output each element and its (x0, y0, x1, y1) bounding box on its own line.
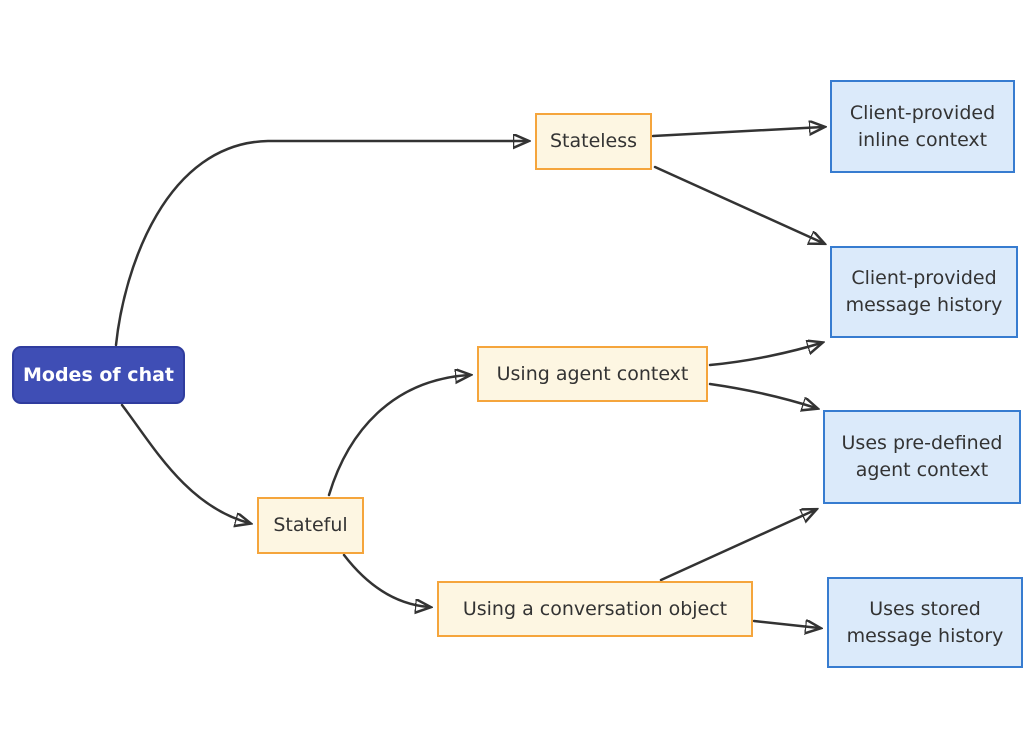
node-label-line: Uses stored (869, 597, 981, 620)
node-label-line: Client-provided (849, 101, 996, 124)
edge-agent-context-to-predefined-context (708, 382, 816, 408)
node-label: Using agent context (496, 362, 689, 385)
node-label: Stateful (273, 514, 348, 536)
node-label-line: Client-provided (851, 267, 997, 289)
node-uses-predefined-agent-context: Uses pre-defined agent context (823, 410, 1021, 504)
node-stateful: Stateful (257, 497, 364, 554)
edge-conversation-object-to-predefined-context (659, 510, 815, 582)
node-client-provided-inline-context: Client-provided inline context (830, 80, 1015, 173)
edge-agent-context-to-message-history (708, 343, 821, 367)
edge-stateful-to-conversation-object (342, 553, 429, 607)
node-using-a-conversation-object: Using a conversation object (437, 581, 753, 637)
node-stateless: Stateless (535, 113, 652, 170)
node-label: Using a conversation object (462, 597, 728, 620)
node-label-line: Uses pre-defined (841, 432, 1003, 454)
node-client-provided-message-history: Client-provided message history (830, 246, 1018, 338)
node-label-line: agent context (855, 459, 989, 481)
edge-modes-to-stateful (120, 403, 249, 523)
edge-stateless-to-message-history (653, 165, 823, 243)
node-modes-of-chat: Modes of chat (12, 346, 185, 404)
edge-stateful-to-agent-context (327, 375, 469, 497)
node-label-line: message history (845, 294, 1003, 316)
node-uses-stored-message-history: Uses stored message history (827, 577, 1023, 668)
node-label: Stateless (549, 130, 638, 152)
node-label: Modes of chat (23, 363, 174, 386)
edge-modes-to-stateless (114, 141, 527, 347)
node-label-line: message history (846, 624, 1004, 647)
node-label-line: inline context (857, 128, 988, 151)
node-using-agent-context: Using agent context (477, 346, 708, 402)
edge-conversation-object-to-stored-history (752, 621, 819, 628)
edge-stateless-to-inline-context (651, 127, 823, 138)
